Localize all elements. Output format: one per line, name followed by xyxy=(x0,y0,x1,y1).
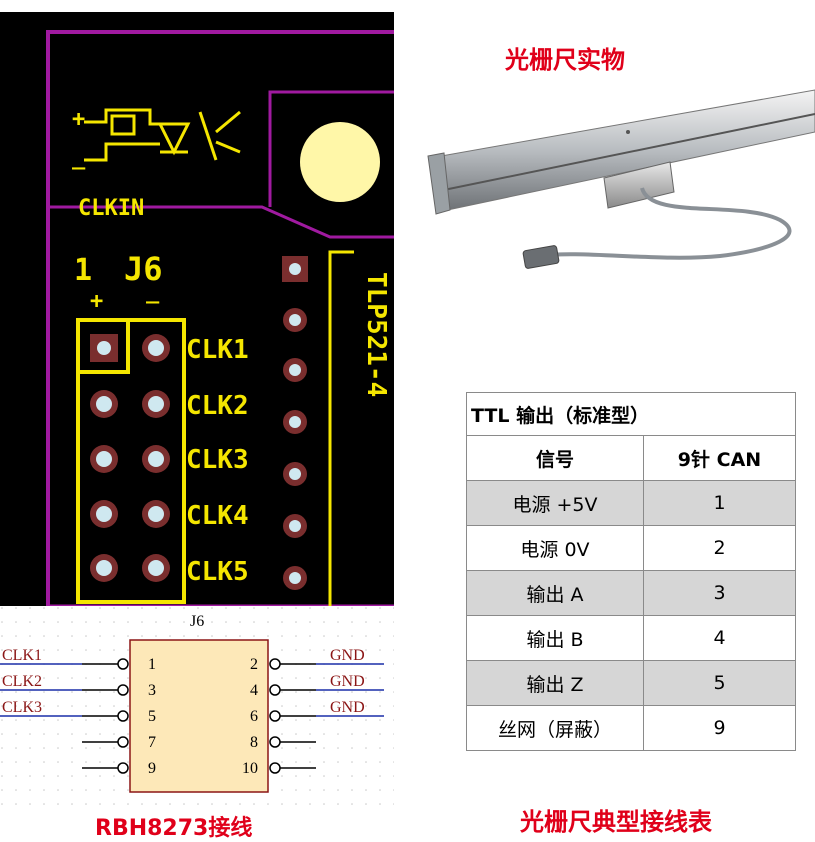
reading-head xyxy=(603,161,675,209)
connector-outline xyxy=(76,318,186,604)
cable xyxy=(539,187,792,260)
signal-cell: 电源 0V xyxy=(466,525,644,571)
schematic-ref: J6 xyxy=(190,613,204,630)
pad-hole xyxy=(96,451,112,467)
pin-number: 9 xyxy=(148,760,156,777)
clkin-label: CLKIN xyxy=(78,196,144,221)
header-pin: 9针 CAN xyxy=(643,435,796,481)
pin-cell: 3 xyxy=(643,570,796,616)
signal-cell: 电源 +5V xyxy=(466,480,644,526)
clk1-label: CLK1 xyxy=(186,335,249,365)
chip-pads xyxy=(282,256,308,590)
table-title: 光栅尺典型接线表 xyxy=(520,808,712,836)
pad-hole xyxy=(148,340,164,356)
table-row: 输出 Z 5 xyxy=(466,660,796,706)
schematic-title: RBH8273接线 xyxy=(95,816,253,841)
chip-label: TLP521-4 xyxy=(361,272,391,397)
pin-number: 1 xyxy=(148,656,156,673)
pad-hole xyxy=(148,560,164,576)
pcb-background xyxy=(0,12,394,606)
pin1-box xyxy=(78,320,130,374)
board-outline-left xyxy=(46,30,394,606)
silk-plus: + xyxy=(72,107,85,132)
table-row: 电源 +5V 1 xyxy=(466,480,796,526)
net-label-gnd: GND xyxy=(330,647,365,664)
pin-cell: 2 xyxy=(643,525,796,571)
net-label-clk3: CLK3 xyxy=(2,699,42,716)
table-row: 丝网（屏蔽） 9 xyxy=(466,705,796,751)
pin-cell: 9 xyxy=(643,705,796,751)
header-signal: 信号 xyxy=(466,435,644,481)
net-label-clk1: CLK1 xyxy=(2,647,42,664)
signal-cell: 丝网（屏蔽） xyxy=(466,705,644,751)
table-row: 电源 0V 2 xyxy=(466,525,796,571)
pad-hole xyxy=(148,396,164,412)
connector-minus: _ xyxy=(146,279,160,304)
pad-hole xyxy=(96,396,112,412)
clk2-label: CLK2 xyxy=(186,391,249,421)
table-caption: TTL 输出（标准型） xyxy=(466,392,796,436)
silk-minus: _ xyxy=(72,145,86,170)
pin-cell: 4 xyxy=(643,615,796,661)
connector-ref: J6 xyxy=(124,250,163,288)
pad-hole xyxy=(148,451,164,467)
connector-body xyxy=(129,639,269,793)
pad-hole xyxy=(96,506,112,522)
pcb-layout-view: + _ CLKIN 1 J6 + _ CLK1 CLK2 CLK3 CLK4 C… xyxy=(0,12,394,606)
pin-number: 7 xyxy=(148,734,156,751)
chip-area-outline xyxy=(268,90,394,207)
pad xyxy=(97,341,111,355)
wiring-table: TTL 输出（标准型） 信号 9针 CAN 电源 +5V 1 电源 0V 2 输… xyxy=(466,392,796,751)
optocoupler-silk-icon xyxy=(84,108,241,162)
table-row: 输出 B 4 xyxy=(466,615,796,661)
scale-groove xyxy=(433,113,815,193)
pin-number: 3 xyxy=(148,682,156,699)
signal-cell: 输出 B xyxy=(466,615,644,661)
pin-cell: 5 xyxy=(643,660,796,706)
clk5-label: CLK5 xyxy=(186,557,249,587)
cable-connector xyxy=(522,245,560,269)
right-pin-stubs xyxy=(269,658,316,774)
signal-cell: 输出 A xyxy=(466,570,644,616)
pin-number: 8 xyxy=(250,734,258,751)
clk3-label: CLK3 xyxy=(186,445,249,475)
pin1-marker: 1 xyxy=(74,253,92,288)
pad-hole xyxy=(148,506,164,522)
connector-schematic: J6 1 3 5 7 9 2 4 6 8 10 CLK1 CLK2 CLK3 G… xyxy=(0,606,394,806)
pad-hole xyxy=(96,560,112,576)
connector-pads xyxy=(90,334,170,582)
pin-number: 4 xyxy=(250,682,258,699)
net-wires xyxy=(0,663,384,717)
net-label-gnd: GND xyxy=(330,673,365,690)
clk4-label: CLK4 xyxy=(186,501,249,531)
mounting-hole xyxy=(300,122,380,202)
signal-cell: 输出 Z xyxy=(466,660,644,706)
chip-outline xyxy=(328,250,354,606)
pin-cell: 1 xyxy=(643,480,796,526)
connector-plus: + xyxy=(90,289,103,314)
linear-scale-photo xyxy=(427,89,815,269)
pin-number: 10 xyxy=(242,760,258,777)
pin-number: 6 xyxy=(250,708,258,725)
pin-number: 2 xyxy=(250,656,258,673)
board-outline-cut xyxy=(48,205,394,239)
net-label-clk2: CLK2 xyxy=(2,673,42,690)
mounting-screw xyxy=(626,130,630,134)
net-label-gnd: GND xyxy=(330,699,365,716)
pin-number: 5 xyxy=(148,708,156,725)
scale-end-cap xyxy=(427,152,451,215)
left-pin-stubs xyxy=(82,658,129,774)
table-row: 输出 A 3 xyxy=(466,570,796,616)
photo-title: 光栅尺实物 xyxy=(505,46,625,74)
